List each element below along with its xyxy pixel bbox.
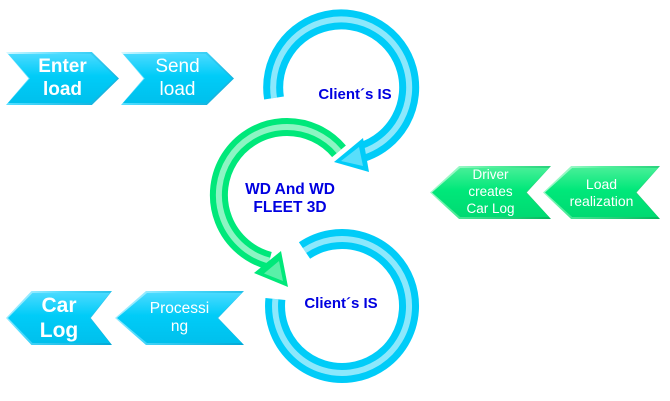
arrow-car-log-label: Car Log — [39, 293, 79, 342]
arrow-send-load-label: Send load — [155, 55, 200, 100]
arrow-enter-load-label: Enter load — [38, 55, 87, 100]
arrow-driver-creates-car-log-label: Driver creates Car Log — [466, 167, 515, 216]
arrow-processing-label: Processi ng — [149, 300, 210, 335]
arrow-processing: Processi ng — [115, 291, 244, 345]
arrow-load-realization: Load realization — [543, 166, 660, 219]
arrow-car-log: Car Log — [6, 291, 112, 345]
cycle-label-clients-is-top: Client´s IS — [318, 86, 392, 103]
wd-fleet-cycle-arrow-icon — [209, 118, 346, 287]
cycle-label-wd-fleet: WD And WD FLEET 3D — [245, 181, 335, 217]
arrow-load-realization-label: Load realization — [569, 175, 634, 209]
clients-is-top-cycle-arrow-icon — [263, 9, 420, 172]
arrow-driver-creates-car-log: Driver creates Car Log — [430, 166, 551, 219]
arrow-enter-load: Enter load — [6, 52, 119, 105]
cycle-label-clients-is-bottom: Client´s IS — [304, 295, 378, 312]
arrow-send-load: Send load — [121, 52, 234, 105]
clients-is-bottom-cycle-arrow-icon — [265, 229, 419, 383]
